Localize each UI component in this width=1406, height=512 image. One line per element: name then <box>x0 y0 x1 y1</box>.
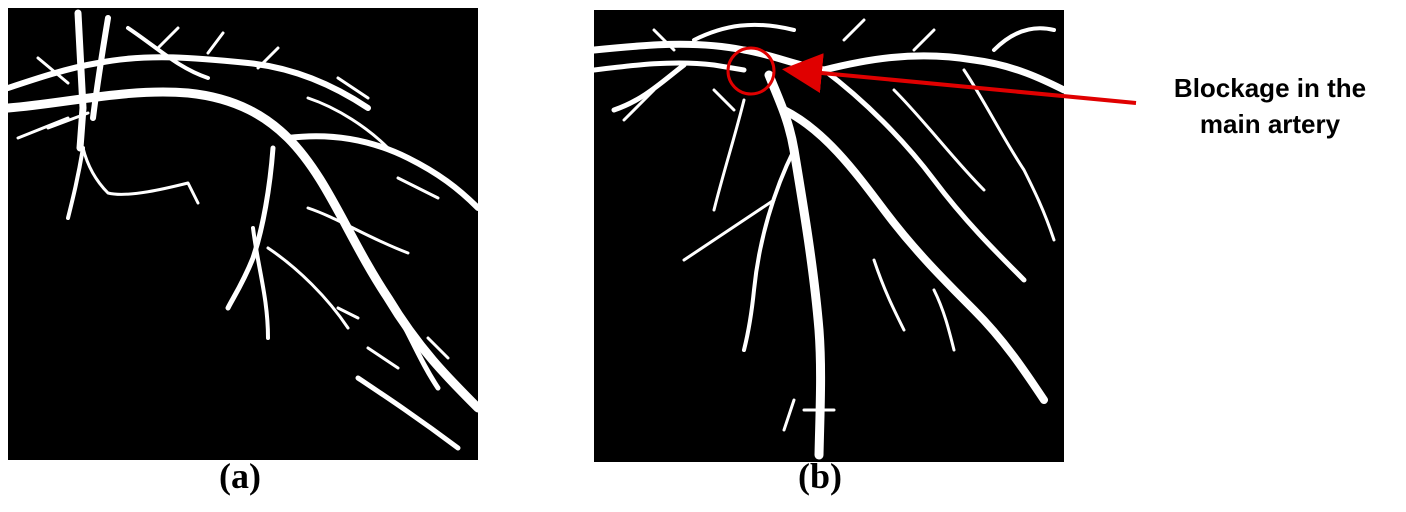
panel-b-label: (b) <box>798 456 842 496</box>
panel-a-label: (a) <box>219 456 261 496</box>
vessel-image-b <box>594 10 1064 462</box>
annotation-line-1: Blockage in the <box>1173 73 1367 103</box>
vessel-image-a <box>8 8 478 460</box>
vessel-tree-b <box>594 18 1064 460</box>
annotation-text: Blockage in the main artery <box>1140 70 1400 142</box>
annotation-line-2: main artery <box>1199 109 1341 139</box>
vessel-tree-a <box>8 9 478 451</box>
